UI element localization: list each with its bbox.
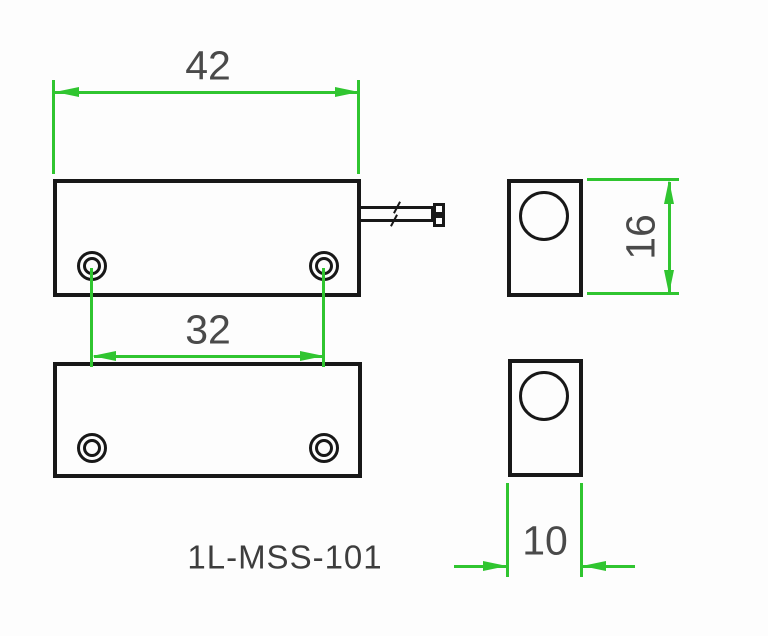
mounting-hole-inner — [315, 439, 333, 457]
sensor-body-side-view — [507, 179, 583, 297]
dim-16-arrow-bottom — [664, 270, 674, 294]
dim-16-extension-top — [587, 178, 679, 181]
dim-32-arrow-left — [92, 351, 116, 361]
dim-16-extension-bottom — [587, 292, 679, 295]
magnet-body-front-view — [53, 362, 362, 478]
dim-10-arrow-left — [483, 561, 507, 571]
dim-42-arrow-left — [55, 87, 79, 97]
dim-10-extension-right — [580, 483, 583, 577]
mounting-hole-magnet-left — [77, 433, 107, 463]
dim-32-extension-left — [90, 268, 93, 367]
dim-10-label: 10 — [522, 517, 568, 564]
dim-10-extension-left — [506, 483, 509, 577]
dim-16-line — [668, 182, 671, 294]
dim-10-line-left — [454, 565, 507, 568]
dim-42-extension-right — [357, 80, 360, 174]
dim-10-line-right — [582, 565, 635, 568]
dim-32-label: 32 — [185, 306, 231, 353]
dim-42-label: 42 — [185, 42, 231, 89]
magnet-side-boss-circle — [519, 371, 569, 421]
part-number-label: 1L-MSS-101 — [187, 538, 383, 576]
dim-42-extension-left — [52, 80, 55, 174]
dim-10-arrow-right — [582, 561, 606, 571]
magnet-body-side-view — [508, 359, 583, 477]
wire-terminal-top — [433, 203, 445, 215]
dim-42-line — [55, 91, 359, 94]
mounting-hole-magnet-right — [309, 433, 339, 463]
mounting-hole-inner — [83, 439, 101, 457]
sensor-side-boss-circle — [519, 191, 569, 241]
dim-42-arrow-right — [335, 87, 359, 97]
dim-16-arrow-top — [664, 180, 674, 204]
sensor-body-front-view — [53, 179, 361, 297]
dim-32-extension-right — [322, 268, 325, 367]
dim-32-arrow-right — [300, 351, 324, 361]
dim-16-label: 16 — [617, 214, 664, 260]
wire-terminal-bottom — [433, 215, 445, 227]
dim-32-line — [94, 355, 324, 358]
